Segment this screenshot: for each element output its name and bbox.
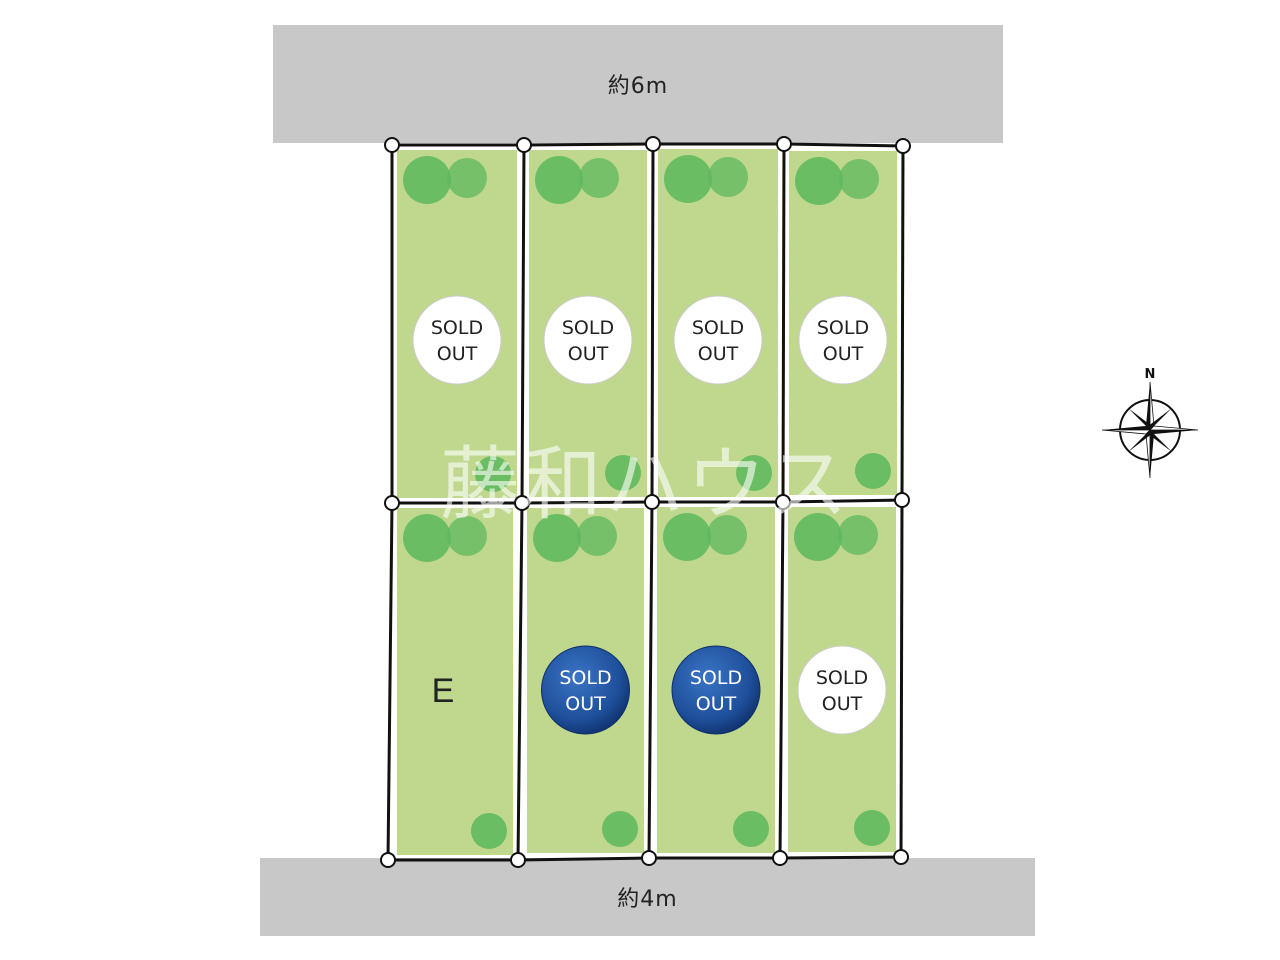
lot-north-4: SOLD OUT xyxy=(789,151,897,495)
boundary-marker xyxy=(645,136,661,152)
boundary-marker xyxy=(776,136,792,152)
lot-north-1: SOLD OUT xyxy=(397,150,517,498)
sold-out-stamp: SOLD OUT xyxy=(671,645,761,735)
boundary-marker xyxy=(510,852,526,868)
lot-north-2: SOLD OUT xyxy=(529,150,647,497)
compass-north-label: N xyxy=(1145,367,1156,382)
boundary-line xyxy=(521,500,653,505)
shrub-icon xyxy=(602,811,638,847)
lot-label: E xyxy=(432,672,455,710)
shrub-icon xyxy=(854,810,890,846)
shrub-icon xyxy=(605,455,641,491)
shrub-icon xyxy=(855,453,891,489)
boundary-line xyxy=(782,498,903,504)
boundary-line xyxy=(650,143,655,503)
boundary-line xyxy=(523,142,654,147)
boundary-line xyxy=(779,855,902,860)
boundary-marker xyxy=(893,849,909,865)
boundary-line xyxy=(778,501,785,859)
sold-out-stamp: SOLD OUT xyxy=(543,295,633,385)
boundary-marker xyxy=(516,137,532,153)
lot-north-3: SOLD OUT xyxy=(658,149,778,497)
tree-icon xyxy=(663,513,747,561)
boundary-line xyxy=(647,501,654,859)
tree-icon xyxy=(664,155,748,203)
boundary-line xyxy=(386,502,394,861)
lot-south-2: SOLD OUT xyxy=(527,508,644,853)
sold-out-text-2: OUT xyxy=(437,343,478,365)
sold-out-text-1: SOLD xyxy=(692,317,744,339)
sold-out-text-1: SOLD xyxy=(431,317,483,339)
north-road: 約6m xyxy=(273,25,1003,143)
tree-icon xyxy=(794,513,878,561)
tree-icon xyxy=(535,156,619,204)
boundary-line xyxy=(899,499,904,858)
sold-out-text-2: OUT xyxy=(823,343,864,365)
lot-south-3: SOLD OUT xyxy=(657,507,775,853)
sold-out-stamp: SOLD OUT xyxy=(673,295,763,385)
north-road-width-label: 約6m xyxy=(607,74,669,99)
boundary-marker xyxy=(514,495,530,511)
boundary-line xyxy=(781,143,786,503)
sold-out-stamp: SOLD OUT xyxy=(797,645,887,735)
south-road: 約4m xyxy=(260,858,1035,936)
sold-out-stamp: SOLD OUT xyxy=(412,295,502,385)
boundary-line xyxy=(520,144,526,504)
sold-out-text-2: OUT xyxy=(568,343,609,365)
shrub-icon xyxy=(736,455,772,491)
shrub-icon xyxy=(471,813,507,849)
boundary-marker xyxy=(380,852,396,868)
tree-icon xyxy=(403,156,487,204)
sold-out-text-2: OUT xyxy=(565,693,606,715)
sold-out-text-1: SOLD xyxy=(562,317,614,339)
sold-out-text-1: SOLD xyxy=(559,667,611,689)
shrub-icon xyxy=(733,811,769,847)
boundary-marker xyxy=(772,850,788,866)
boundary-marker xyxy=(641,850,657,866)
boundary-marker xyxy=(384,495,400,511)
north-arrow-compass-icon: N xyxy=(1098,362,1202,482)
lot-south-1: E xyxy=(397,508,513,855)
boundary-line xyxy=(517,856,650,862)
sold-out-text-2: OUT xyxy=(696,693,737,715)
sold-out-text-1: SOLD xyxy=(816,667,868,689)
lot-area xyxy=(397,508,513,855)
sold-out-text-2: OUT xyxy=(822,693,863,715)
boundary-line xyxy=(783,142,904,148)
sold-out-text-2: OUT xyxy=(698,343,739,365)
lot-south-4: SOLD OUT xyxy=(788,507,896,852)
tree-icon xyxy=(533,514,617,562)
boundary-marker xyxy=(894,492,910,508)
sold-out-text-1: SOLD xyxy=(690,667,742,689)
boundary-marker xyxy=(895,138,911,154)
sold-out-stamp: SOLD OUT xyxy=(541,645,630,735)
boundary-marker xyxy=(384,137,400,153)
tree-icon xyxy=(403,514,487,562)
sold-out-stamp: SOLD OUT xyxy=(798,295,888,385)
boundary-line xyxy=(516,502,524,861)
tree-icon xyxy=(795,157,879,205)
boundary-marker xyxy=(775,494,791,510)
boundary-marker xyxy=(644,494,660,510)
boundary-line xyxy=(900,145,905,501)
shrub-icon xyxy=(475,456,511,492)
south-road-width-label: 約4m xyxy=(617,887,678,912)
sold-out-text-1: SOLD xyxy=(817,317,869,339)
